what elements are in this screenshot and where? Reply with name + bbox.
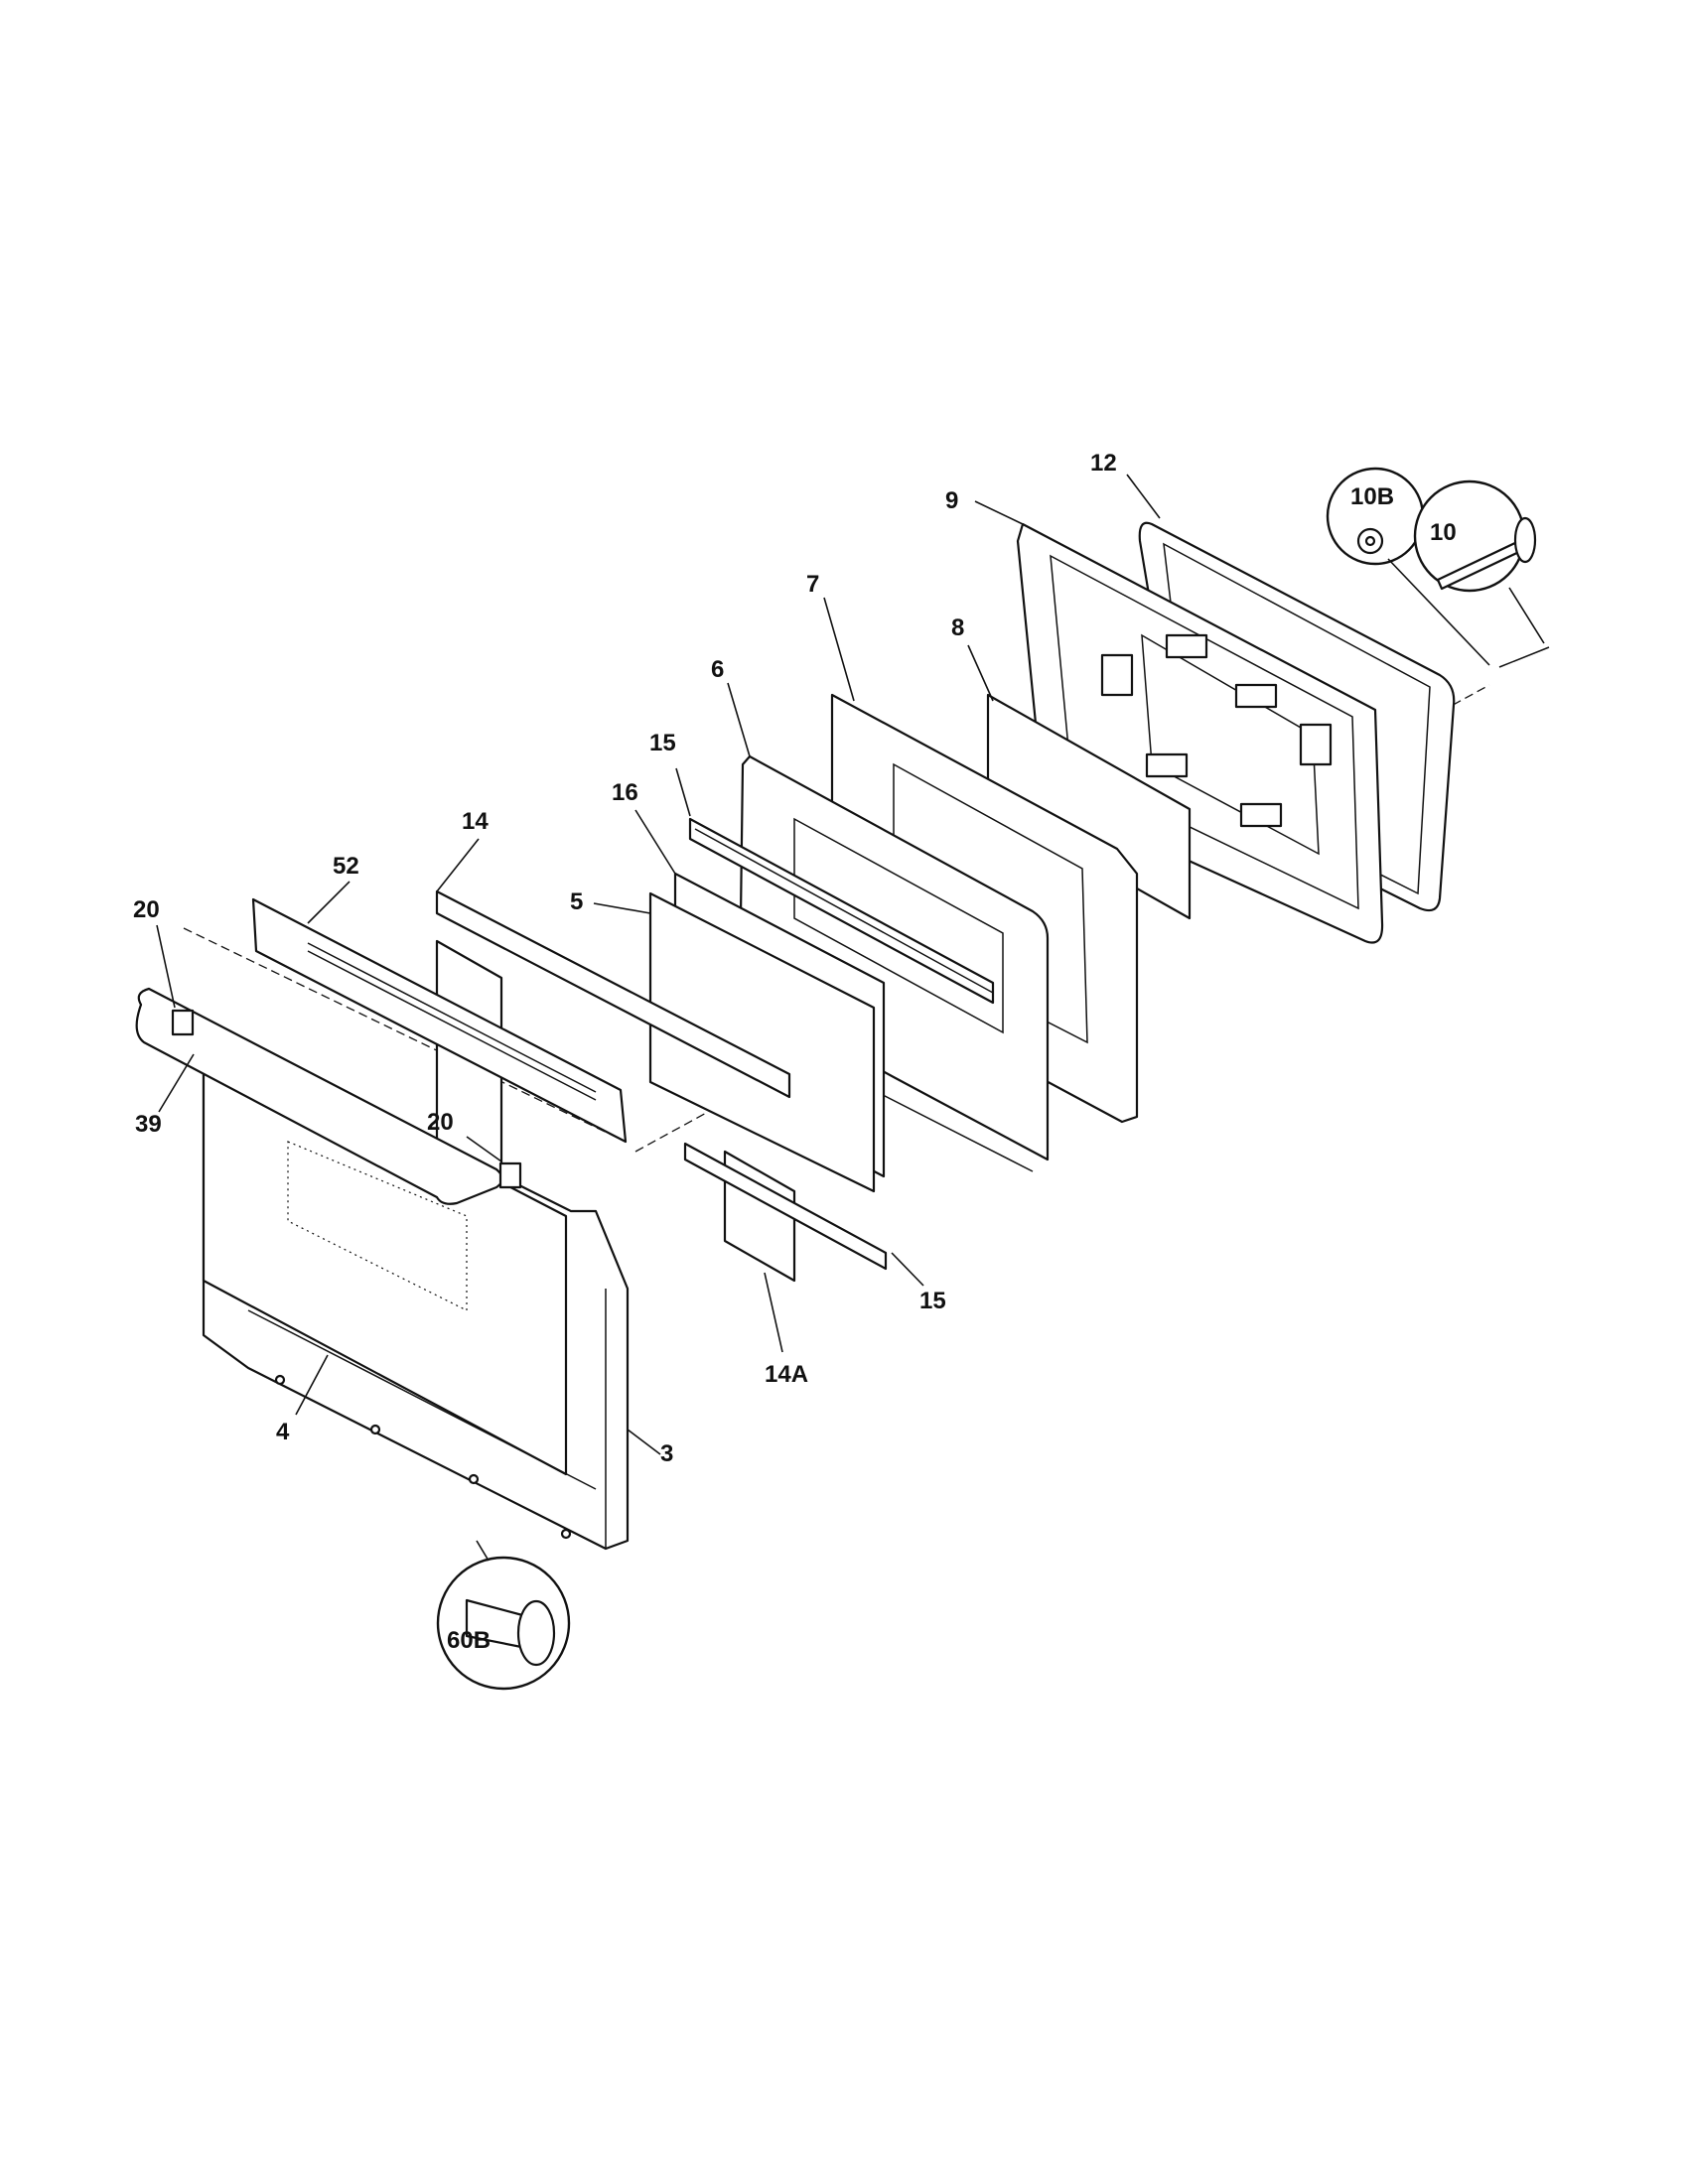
part-9-inner-door-liner xyxy=(1016,522,1384,944)
part-20-end-cap-right xyxy=(498,1161,522,1189)
assembly-axis-line-2 xyxy=(183,927,627,1143)
screw-set xyxy=(274,1374,572,1540)
callout-4: 4 xyxy=(276,1419,290,1445)
callout-7: 7 xyxy=(806,571,819,598)
part-15-upper-glass-bracket xyxy=(688,817,995,1005)
callout-3: 3 xyxy=(660,1440,673,1467)
callout-15-bottom: 15 xyxy=(919,1288,946,1314)
callout-12: 12 xyxy=(1090,450,1117,477)
zoom-bubble-60b-screw xyxy=(436,1540,571,1691)
leader-lines xyxy=(156,474,1161,1455)
zoom-bubble-10b-washer xyxy=(1326,467,1490,666)
liner-bracket-4 xyxy=(1299,723,1333,766)
callout-14: 14 xyxy=(462,808,489,835)
callout-16: 16 xyxy=(612,779,638,806)
callout-20-right: 20 xyxy=(427,1109,454,1136)
callout-9: 9 xyxy=(945,487,958,514)
part-20-end-cap-left xyxy=(171,1009,195,1036)
callout-20-left: 20 xyxy=(133,896,160,923)
callout-10: 10 xyxy=(1430,519,1457,546)
liner-bracket-2 xyxy=(1165,633,1208,659)
callout-60b: 60B xyxy=(447,1627,491,1654)
part-8-inner-glass xyxy=(986,693,1192,920)
callout-14a: 14A xyxy=(765,1361,808,1388)
liner-bracket-3 xyxy=(1234,683,1278,709)
callout-39: 39 xyxy=(135,1111,162,1138)
callout-5: 5 xyxy=(570,888,583,915)
liner-bracket-6 xyxy=(1239,802,1283,828)
zoom-bubble-10-screw xyxy=(1413,479,1545,644)
part-39-door-handle xyxy=(135,987,504,1205)
callout-52: 52 xyxy=(333,853,359,880)
part-15-lower-glass-bracket xyxy=(683,1142,888,1271)
callout-6: 6 xyxy=(711,656,724,683)
liner-bracket-1 xyxy=(1100,653,1134,697)
callout-8: 8 xyxy=(951,614,964,641)
callout-15-top: 15 xyxy=(649,730,676,756)
liner-bracket-5 xyxy=(1145,752,1189,778)
callout-10b: 10B xyxy=(1350,483,1394,510)
part-10-screw-shank xyxy=(1498,646,1550,668)
part-52-vent-trim xyxy=(251,897,628,1144)
